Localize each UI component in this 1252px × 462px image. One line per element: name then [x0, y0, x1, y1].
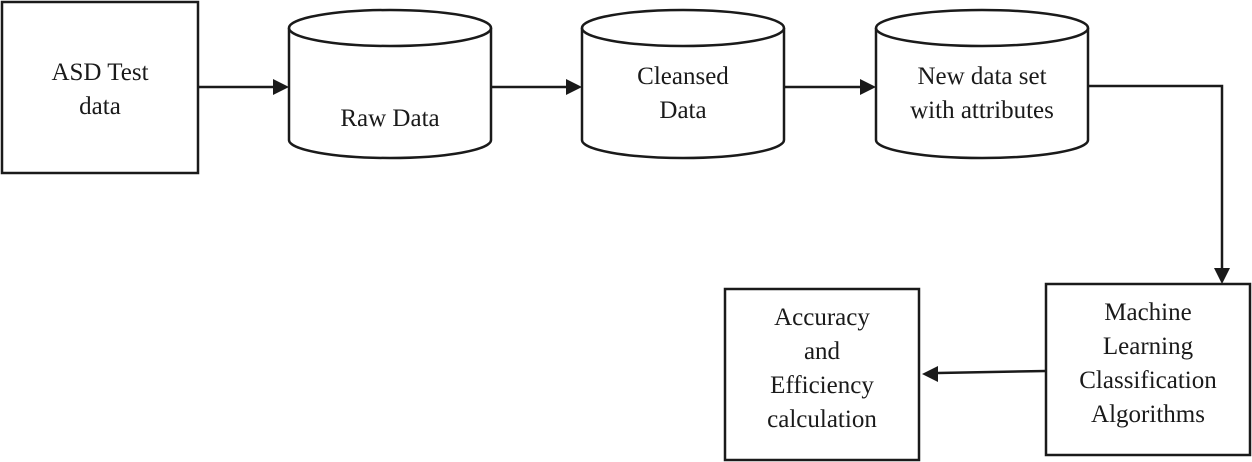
edge-new-to-ml-arrowhead: [1214, 268, 1230, 284]
node-ml-algorithms-box: [1044, 282, 1252, 457]
node-accuracy-calc-line-1: Accuracy: [774, 304, 870, 331]
node-new-data-set-body: [874, 28, 1090, 160]
node-new-data-set-line-2: with attributes: [910, 97, 1054, 124]
node-cleansed-data-line-2: Data: [659, 97, 706, 124]
edge-raw-to-cleansed-arrowhead: [566, 79, 582, 95]
node-ml-algorithms-line-2: Learning: [1103, 333, 1194, 360]
node-accuracy-calc-line-3: Efficiency: [770, 372, 874, 399]
node-raw-data-line-1: Raw Data: [340, 105, 439, 132]
edge-asd-to-raw-arrowhead: [273, 79, 289, 95]
edge-cleansed-to-new-arrowhead: [860, 79, 876, 95]
node-asd-test-data: ASD Test data: [0, 0, 200, 175]
node-asd-test-data-line-2: data: [79, 93, 121, 120]
node-new-data-set: New data set with attributes: [874, 8, 1090, 160]
node-new-data-set-top: [874, 8, 1090, 48]
node-accuracy-calc-box: [723, 287, 921, 462]
node-new-data-set-line-1: New data set: [917, 63, 1046, 90]
edge-ml-to-accuracy-arrowhead: [922, 366, 938, 382]
node-ml-algorithms-line-3: Classification: [1079, 367, 1217, 394]
node-raw-data-top: [287, 8, 493, 48]
edge-ml-to-accuracy-line: [937, 369, 1047, 375]
edge-cleansed-to-new: [784, 79, 876, 95]
node-accuracy-calc: Accuracy and Efficiency calculation: [723, 287, 921, 462]
node-accuracy-calc-line-2: and: [804, 338, 841, 365]
node-asd-test-data-box: [0, 0, 200, 175]
node-ml-algorithms-line-4: Algorithms: [1091, 401, 1205, 428]
node-ml-algorithms-line-1: Machine: [1104, 299, 1191, 326]
node-cleansed-data-top: [580, 8, 786, 48]
node-cleansed-data-line-1: Cleansed: [637, 63, 729, 90]
node-ml-algorithms: Machine Learning Classification Algorith…: [1044, 282, 1252, 457]
node-accuracy-calc-line-4: calculation: [767, 406, 877, 433]
node-cleansed-data-body: [580, 28, 786, 160]
node-raw-data: Raw Data: [287, 8, 493, 160]
edge-new-to-ml-line: [1088, 84, 1224, 269]
edge-ml-to-accuracy: [922, 366, 1047, 382]
edge-asd-to-raw: [198, 79, 289, 95]
edge-raw-to-cleansed: [491, 79, 582, 95]
node-asd-test-data-line-1: ASD Test: [51, 59, 148, 86]
edge-new-to-ml: [1088, 84, 1230, 284]
node-cleansed-data: Cleansed Data: [580, 8, 786, 160]
node-raw-data-body: [287, 28, 493, 160]
